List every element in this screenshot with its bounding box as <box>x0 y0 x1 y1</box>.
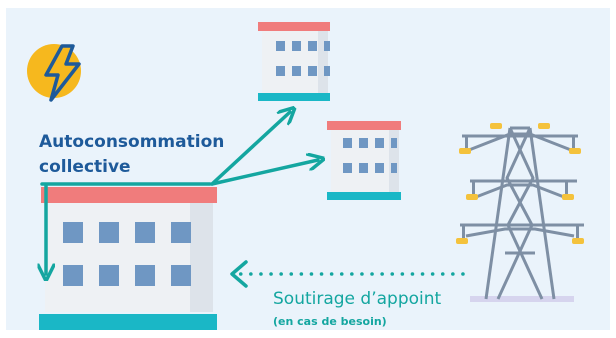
building-middle-icon <box>327 121 401 200</box>
distribution-arrows <box>42 112 318 274</box>
grid-supply-note: (en cas de besoin) <box>273 315 387 328</box>
arrow-to-building-middle <box>210 160 318 186</box>
lightning-icon <box>27 44 81 102</box>
title-line-1: Autoconsommation <box>39 132 225 152</box>
main-building-icon <box>39 187 217 330</box>
title-line-2: collective <box>39 157 131 177</box>
building-top-icon <box>258 22 330 101</box>
power-pylon-icon <box>456 123 584 302</box>
grid-supply-label: Soutirage d’appoint <box>273 289 442 309</box>
arrow-to-building-top <box>210 112 290 186</box>
grid-supply-arrow <box>230 260 465 288</box>
